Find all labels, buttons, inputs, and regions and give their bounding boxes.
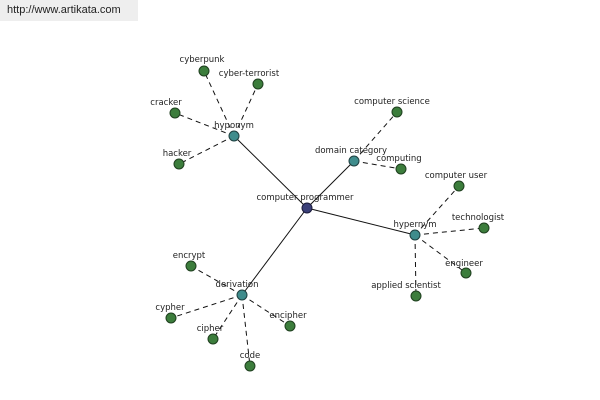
node-hyponym[interactable]: [228, 130, 240, 142]
edge-derivation-encrypt: [190, 265, 243, 296]
label-computer-science[interactable]: computer science: [354, 97, 430, 107]
node-hypernym[interactable]: [409, 229, 421, 241]
node-cypher[interactable]: [165, 312, 177, 324]
node-computer-science[interactable]: [391, 106, 403, 118]
edge-derivation-code: [241, 294, 251, 367]
node-engineer[interactable]: [460, 267, 472, 279]
edge-derivation-cypher: [170, 294, 243, 319]
edge-hypernym-applied-scientist: [414, 234, 417, 297]
edge-hyponym-cyber-terrorist: [233, 83, 259, 137]
url-bar: http://www.artikata.com: [0, 0, 138, 21]
node-derivation[interactable]: [236, 289, 248, 301]
node-cyber-terrorist[interactable]: [252, 78, 264, 90]
node-cracker[interactable]: [169, 107, 181, 119]
node-cyberpunk[interactable]: [198, 65, 210, 77]
label-code[interactable]: code: [240, 351, 261, 361]
edge-center-derivation: [241, 207, 308, 296]
node-hacker[interactable]: [173, 158, 185, 170]
node-cipher[interactable]: [207, 333, 219, 345]
edge-domain-category-computing: [353, 160, 402, 170]
label-cyber-terrorist[interactable]: cyber-terrorist: [219, 69, 280, 79]
nodes-layer: [165, 65, 490, 372]
edge-center-hyponym: [233, 135, 308, 209]
label-derivation[interactable]: derivation: [215, 280, 258, 290]
label-engineer[interactable]: engineer: [445, 259, 483, 269]
edge-center-hypernym: [306, 207, 416, 236]
label-hypernym[interactable]: hypernym: [393, 220, 436, 230]
node-encipher[interactable]: [284, 320, 296, 332]
node-computing[interactable]: [395, 163, 407, 175]
edge-hypernym-computer-user: [414, 185, 460, 236]
label-computer-user[interactable]: computer user: [425, 171, 488, 181]
edge-hypernym-technologist: [414, 227, 485, 236]
url-link[interactable]: http://www.artikata.com: [7, 4, 121, 16]
node-applied-scientist[interactable]: [410, 290, 422, 302]
labels-layer: computer programmer hyponym cyberpunk cyber…: [150, 55, 505, 361]
label-encipher[interactable]: encipher: [269, 311, 307, 321]
label-technologist[interactable]: technologist: [452, 213, 505, 223]
label-hyponym[interactable]: hyponym: [214, 121, 254, 131]
label-hacker[interactable]: hacker: [163, 149, 192, 159]
label-cracker[interactable]: cracker: [150, 98, 182, 108]
node-encrypt[interactable]: [185, 260, 197, 272]
node-computer-user[interactable]: [453, 180, 465, 192]
node-computer-programmer[interactable]: [301, 202, 313, 214]
edge-hyponym-cyberpunk: [203, 70, 235, 137]
edge-center-domain-category: [306, 160, 355, 209]
edge-domain-category-computer-science: [353, 111, 398, 162]
label-applied-scientist[interactable]: applied scientist: [371, 281, 441, 291]
edges-layer: [170, 70, 485, 367]
edge-hypernym-engineer: [414, 234, 467, 274]
label-cypher[interactable]: cypher: [155, 303, 185, 313]
edge-hyponym-hacker: [178, 135, 235, 165]
node-code[interactable]: [244, 360, 256, 372]
edge-derivation-encipher: [241, 294, 291, 327]
node-technologist[interactable]: [478, 222, 490, 234]
label-cyberpunk[interactable]: cyberpunk: [180, 55, 225, 65]
label-computer-programmer[interactable]: computer programmer: [257, 193, 354, 203]
edge-hyponym-cracker: [174, 112, 235, 137]
node-domain-category[interactable]: [348, 155, 360, 167]
label-cipher[interactable]: cipher: [197, 324, 224, 334]
label-computing[interactable]: computing: [376, 154, 421, 164]
label-domain-category[interactable]: domain category: [315, 146, 387, 156]
label-encrypt[interactable]: encrypt: [173, 251, 206, 261]
